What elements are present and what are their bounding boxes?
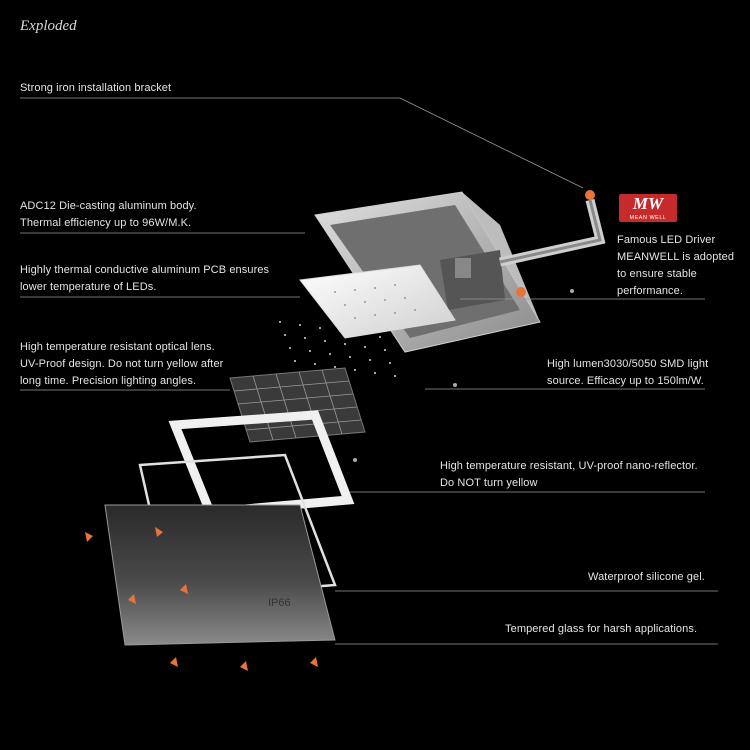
- label-pcb: Highly thermal conductive aluminum PCB e…: [20, 264, 270, 293]
- optical-lens-part: [229, 367, 366, 443]
- label-driver: Famous LED Driver MEANWELL is adopted to…: [617, 234, 735, 297]
- label-smd: High lumen3030/5050 SMD light source. Ef…: [547, 358, 709, 387]
- label-gel: Waterproof silicone gel.: [588, 571, 705, 583]
- orange-arrow-markers: [85, 527, 318, 671]
- iron-bracket-part: [499, 190, 606, 297]
- meanwell-logo: MW MEAN WELL: [619, 194, 677, 222]
- diagram-title: Exploded: [20, 18, 77, 34]
- nano-reflector-part: [168, 410, 355, 517]
- leader-lines: [20, 97, 718, 645]
- tempered-glass-part: IP66: [104, 504, 336, 646]
- label-reflector: High temperature resistant, UV-proof nan…: [440, 460, 698, 489]
- meanwell-logo-text: MEAN WELL: [629, 215, 667, 221]
- meanwell-logo-mark: MW: [632, 194, 664, 213]
- label-lens: High temperature resistant optical lens.…: [20, 341, 224, 387]
- label-body: ADC12 Die-casting aluminum body. Thermal…: [20, 200, 197, 229]
- aluminum-pcb-part: [299, 264, 456, 339]
- label-bracket: Strong iron installation bracket: [20, 82, 172, 94]
- smd-led-array: [279, 321, 396, 377]
- ip-rating-mark: IP66: [268, 597, 291, 609]
- label-glass: Tempered glass for harsh applications.: [505, 623, 698, 635]
